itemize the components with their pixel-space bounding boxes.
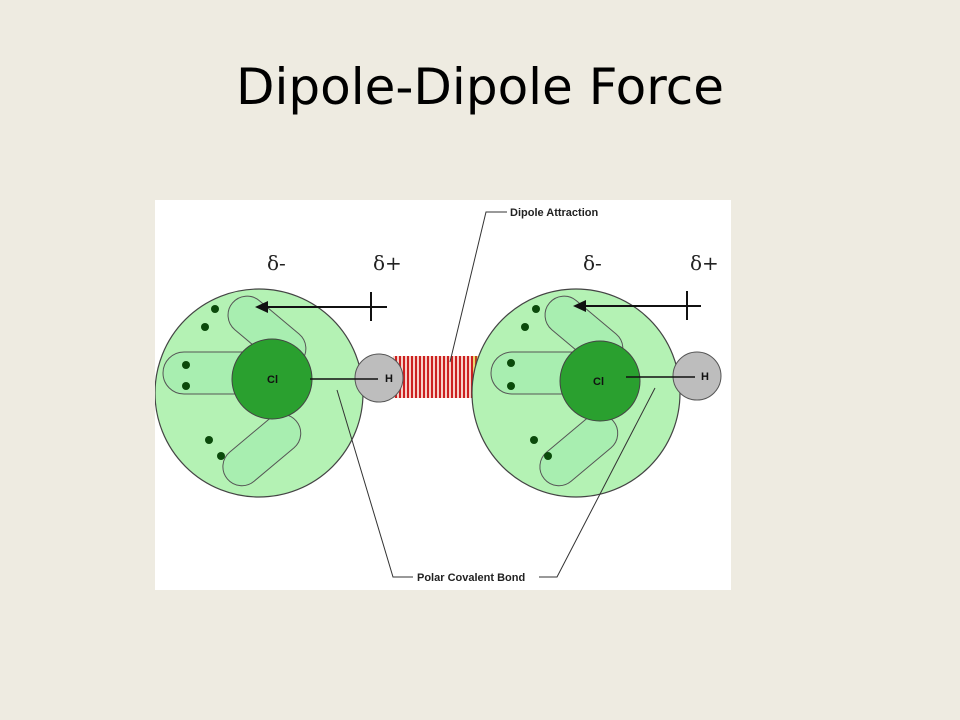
molecule-left: Cl H δ- δ+	[155, 251, 404, 498]
lone-pair-dot	[507, 382, 515, 390]
lone-pair-dot	[544, 452, 552, 460]
molecule-right: Cl H δ- δ+	[471, 251, 722, 498]
lone-pair-dot	[532, 305, 540, 313]
dipole-attraction-label: Dipole Attraction	[510, 207, 598, 219]
delta-minus-right: δ-	[583, 251, 602, 275]
lone-pair-dot	[521, 323, 529, 331]
lone-pair-dot	[211, 305, 219, 313]
delta-plus-right: δ+	[690, 251, 719, 275]
hydrogen-label-right: H	[701, 371, 709, 383]
chlorine-label-right: Cl	[593, 376, 604, 388]
lone-pair-lobe-left-bottom	[222, 413, 302, 487]
delta-plus-left: δ+	[373, 251, 402, 275]
dipole-arrow-head-right	[573, 300, 586, 312]
lone-pair-dot	[182, 361, 190, 369]
slide-title: Dipole-Dipole Force	[236, 58, 724, 116]
delta-minus-left: δ-	[267, 251, 286, 275]
dipole-arrow-head-left	[255, 301, 268, 313]
lone-pair-dot	[182, 382, 190, 390]
hydrogen-atom-right	[672, 351, 722, 401]
lone-pair-dot	[217, 452, 225, 460]
chlorine-label-left: Cl	[267, 374, 278, 386]
chlorine-atom-right	[559, 340, 641, 422]
lone-pair-dot	[205, 436, 213, 444]
polar-covalent-bond-label: Polar Covalent Bond	[417, 572, 525, 584]
lone-pair-dot	[530, 436, 538, 444]
hydrogen-atom-left	[354, 353, 404, 403]
polar-covalent-bond-callout: Polar Covalent Bond	[336, 387, 656, 584]
dipole-attraction-band	[393, 356, 485, 398]
dipole-diagram: Cl H δ- δ+	[155, 200, 731, 590]
lone-pair-dot	[507, 359, 515, 367]
lone-pair-dot	[201, 323, 209, 331]
dipole-attraction-callout: Dipole Attraction	[449, 207, 598, 363]
lone-pair-lobe-right-bottom	[539, 413, 619, 487]
hydrogen-label-left: H	[385, 373, 393, 385]
